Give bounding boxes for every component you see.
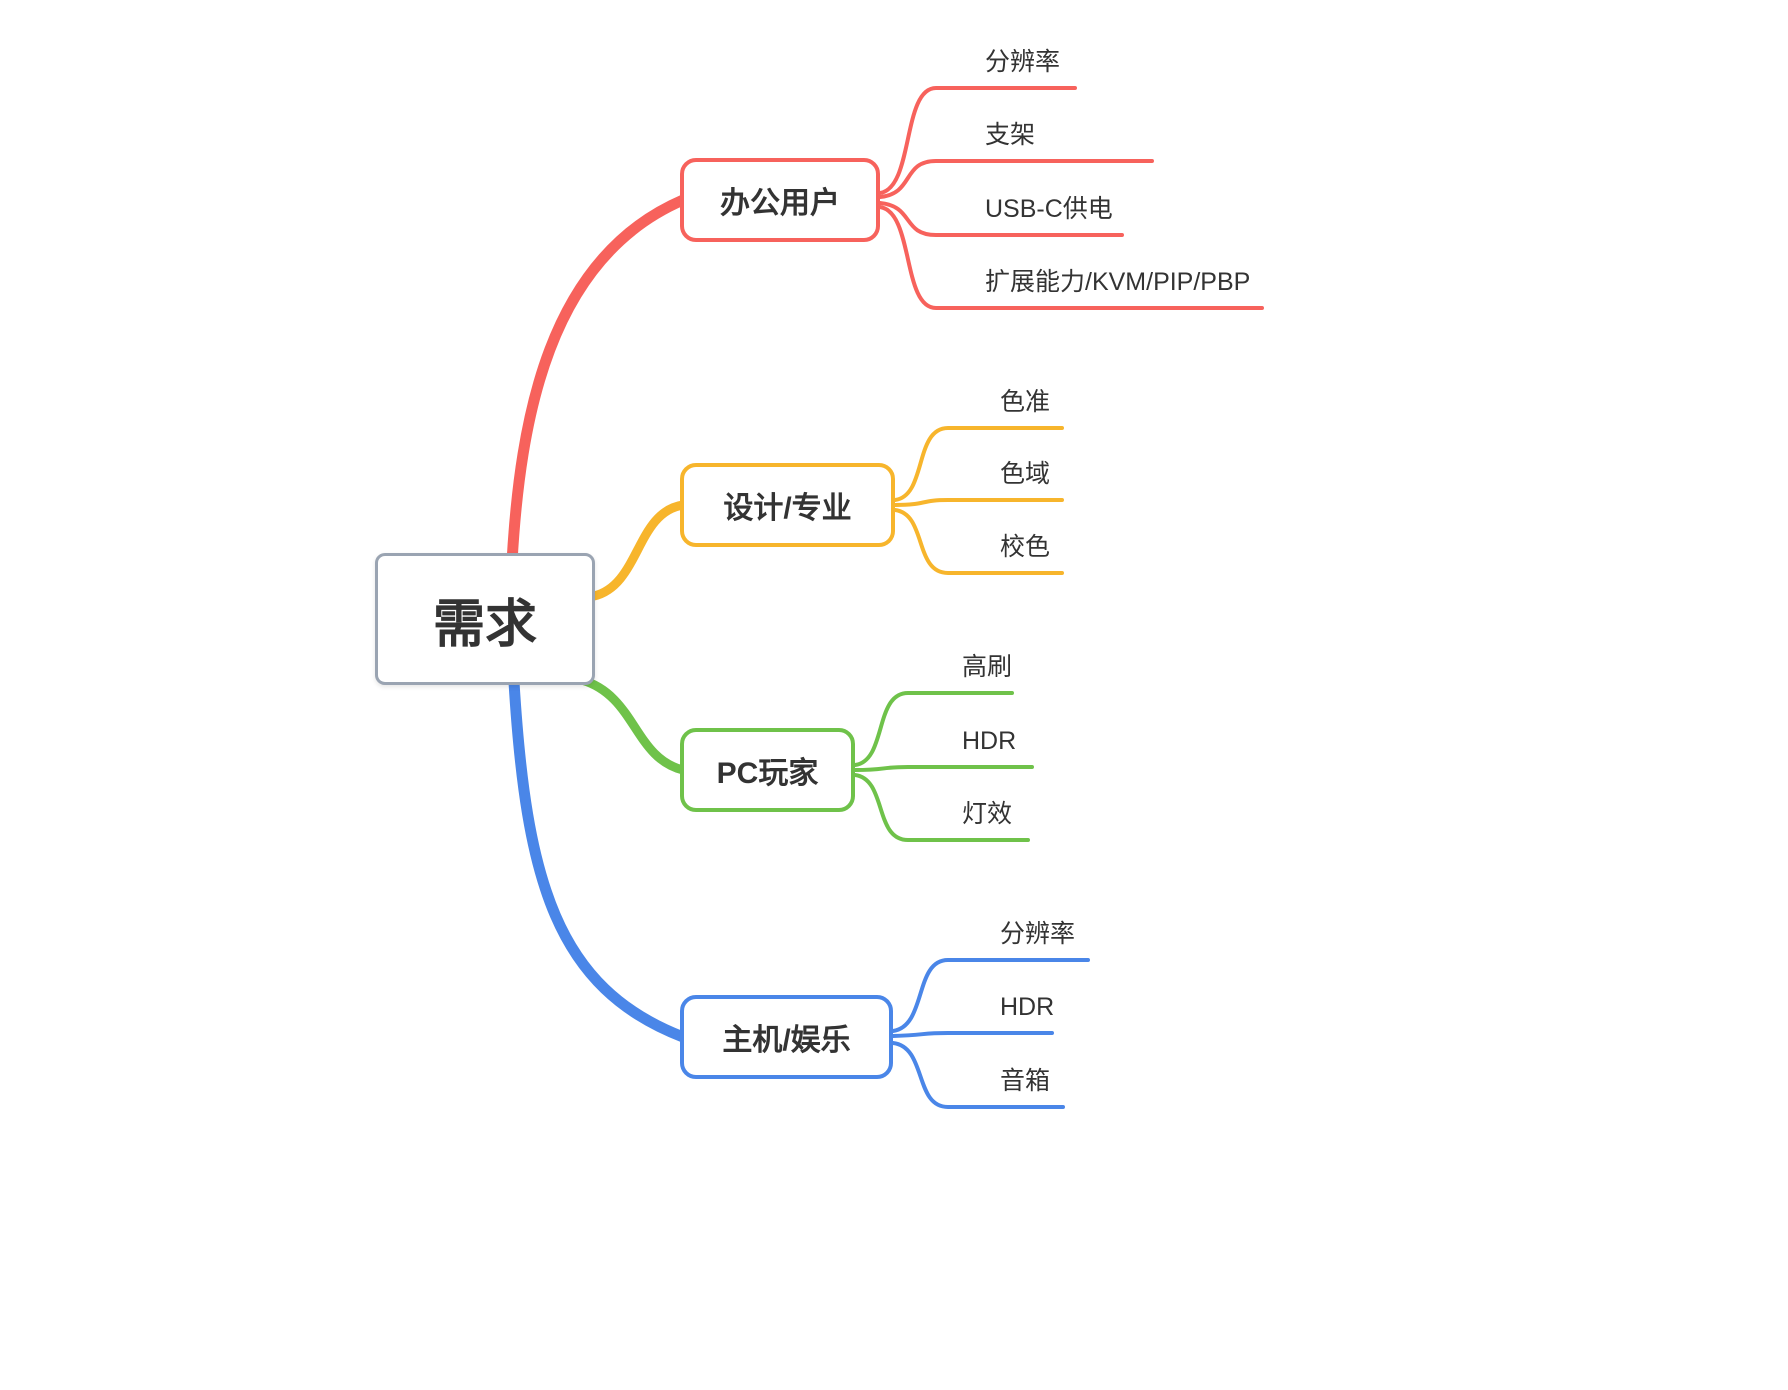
leaf-line-gamer-hdr [853, 765, 1034, 772]
leaf-line-office-resolution [878, 86, 1077, 195]
branch-node-console[interactable]: 主机/娱乐 [680, 995, 893, 1079]
leaf-line-console-hdr [891, 1031, 1054, 1038]
leaf-line-gamer-refresh [853, 691, 1014, 767]
leaf-console-hdr[interactable]: HDR [1000, 993, 1055, 1021]
branch-curve-gamer [577, 675, 688, 775]
leaf-line-design-gamut [893, 498, 1064, 507]
branch-node-console-label: 主机/娱乐 [722, 1024, 851, 1057]
leaf-design-calibration[interactable]: 校色 [1000, 533, 1051, 561]
leaf-line-office-usbc [878, 201, 1124, 237]
leaf-console-resolution[interactable]: 分辨率 [1000, 920, 1076, 948]
leaf-console-speaker[interactable]: 音箱 [1000, 1067, 1051, 1095]
branch-node-gamer[interactable]: PC玩家 [680, 728, 855, 812]
leaf-office-resolution[interactable]: 分辨率 [985, 48, 1061, 76]
leaf-design-accuracy[interactable]: 色准 [1000, 388, 1051, 416]
branch-node-office-label: 办公用户 [720, 187, 840, 220]
branch-node-design[interactable]: 设计/专业 [680, 463, 895, 547]
branch-node-office[interactable]: 办公用户 [680, 158, 880, 242]
leaf-line-design-accuracy [893, 426, 1064, 502]
leaf-line-console-speaker [891, 1041, 1065, 1109]
leaf-gamer-refresh[interactable]: 高刷 [962, 653, 1013, 681]
root-node-label: 需求 [432, 595, 537, 654]
branch-curve-office [506, 194, 689, 568]
leaf-office-stand[interactable]: 支架 [985, 121, 1036, 149]
leaf-line-console-resolution [891, 958, 1090, 1033]
leaf-line-gamer-lighting [853, 773, 1030, 842]
branch-curve-design [589, 500, 688, 601]
leaf-office-usbc[interactable]: USB-C供电 [985, 195, 1113, 223]
branch-node-gamer-label: PC玩家 [716, 757, 819, 790]
leaf-gamer-hdr[interactable]: HDR [962, 727, 1017, 755]
leaf-line-office-expansion [878, 205, 1264, 310]
leaf-line-office-stand [878, 159, 1154, 199]
root-node[interactable]: 需求 [375, 553, 595, 685]
branch-node-design-label: 设计/专业 [723, 492, 852, 525]
leaf-line-design-calibration [893, 508, 1064, 575]
branch-curve-console [508, 676, 689, 1043]
leaf-design-gamut[interactable]: 色域 [1000, 460, 1051, 488]
leaf-gamer-lighting[interactable]: 灯效 [962, 800, 1013, 828]
leaf-office-expansion[interactable]: 扩展能力/KVM/PIP/PBP [985, 268, 1251, 296]
